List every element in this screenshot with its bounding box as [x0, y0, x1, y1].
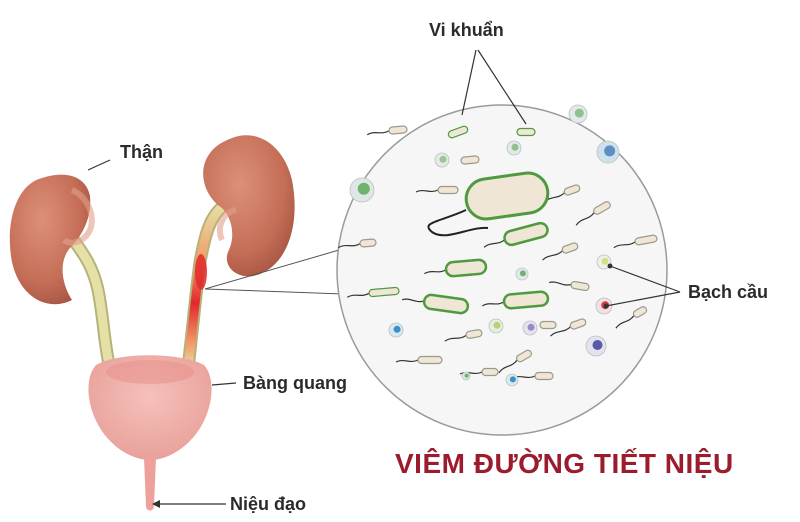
bladder-label: Bàng quang: [243, 373, 347, 393]
inflammation-spot: [195, 254, 207, 290]
bacteria-group: [337, 125, 658, 381]
page-title: VIÊM ĐƯỜNG TIẾT NIỆU: [395, 448, 734, 479]
bacterium: [444, 329, 483, 342]
blood-cell: [505, 373, 519, 387]
bacterium: [575, 201, 611, 226]
large-bacterium: [427, 171, 550, 237]
blood-cell: [515, 267, 529, 281]
white-blood-cells-label: Bạch cầu: [688, 282, 769, 302]
bacterium: [548, 280, 590, 292]
bacterium: [615, 306, 648, 329]
blood-cell: [585, 335, 607, 357]
pointer-lines: [87, 49, 681, 505]
pointer-heads: [152, 263, 613, 508]
right-kidney: [203, 135, 295, 277]
blood-cell: [388, 322, 404, 338]
bacterium: [613, 234, 658, 249]
bacterium: [483, 221, 549, 248]
bacterium: [401, 293, 470, 315]
bacterium: [516, 127, 536, 137]
magnified-view: [336, 104, 668, 436]
urethra: [144, 458, 156, 511]
bacterium: [482, 290, 550, 310]
bacterium: [347, 286, 400, 298]
bacteria-label: Vi khuẩn: [429, 20, 504, 40]
bacterium: [498, 349, 532, 374]
bacterium: [542, 242, 579, 261]
bacterium: [539, 320, 557, 330]
blood-cell: [349, 177, 375, 203]
bladder: [88, 355, 212, 460]
blood-cell: [506, 140, 522, 156]
kidney-label: Thận: [120, 142, 163, 162]
blood-cell: [434, 152, 450, 168]
blood-cell: [461, 371, 471, 381]
zoom-line-top: [204, 247, 347, 290]
bacterium: [424, 258, 488, 278]
urethra-label: Niệu đạo: [230, 494, 307, 514]
bacterium: [337, 238, 377, 249]
blood-cell: [596, 254, 612, 270]
bacterium: [447, 125, 469, 139]
blood-cell: [596, 140, 620, 164]
bacterium: [460, 155, 480, 165]
bacterium: [395, 355, 443, 365]
bacterium: [550, 318, 587, 337]
blood-cell: [522, 320, 538, 336]
bacterium: [366, 125, 408, 136]
blood-cell: [488, 318, 504, 334]
bacterium: [459, 367, 499, 377]
left-kidney: [9, 174, 91, 305]
cells-group: [349, 104, 620, 387]
bacterium: [415, 185, 459, 195]
zoom-line-bottom: [204, 288, 344, 295]
urinary-tract: [9, 135, 295, 511]
blood-cell: [568, 104, 588, 124]
